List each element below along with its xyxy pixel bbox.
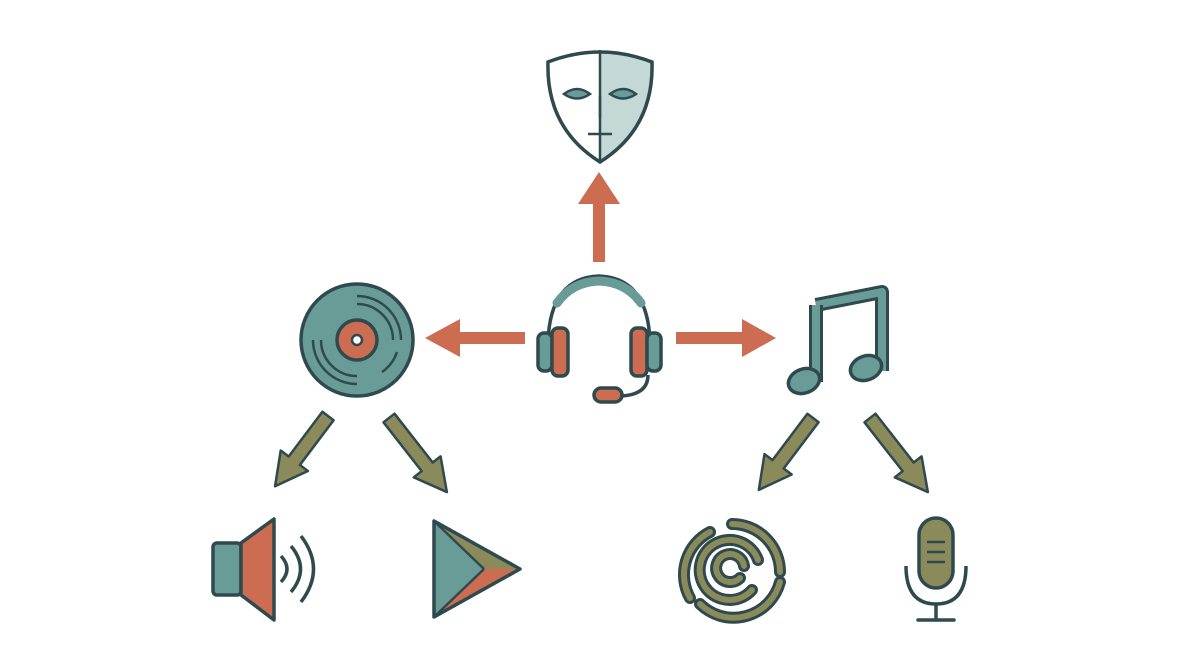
headset-icon — [536, 274, 663, 404]
arrow-center-to-right — [676, 319, 776, 357]
google-play-icon — [432, 519, 522, 619]
vinyl-record-icon — [299, 282, 415, 398]
microphone-icon — [904, 516, 968, 622]
arrow-center-to-left — [425, 319, 525, 357]
audiomack-swirl-icon — [678, 518, 786, 624]
arrow-left-to-play — [382, 412, 449, 494]
arrow-center-to-top — [578, 172, 620, 262]
arrow-right-to-microphone — [863, 412, 930, 494]
music-note-icon — [786, 285, 889, 396]
theater-mask-icon — [546, 50, 654, 165]
speaker-volume-icon — [211, 517, 316, 622]
arrow-right-to-swirl — [757, 412, 820, 492]
arrow-left-to-speaker — [273, 410, 335, 488]
